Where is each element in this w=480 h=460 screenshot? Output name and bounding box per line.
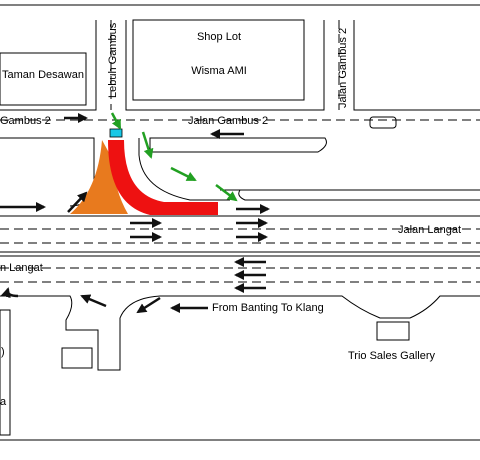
jalan-gambus-2-top-edge <box>125 20 325 111</box>
jalan-gambus-2-right-edge <box>353 20 480 111</box>
south-small-building <box>61 347 93 369</box>
green-arrow-1 <box>110 112 122 130</box>
jalan-langat-label: Jalan Langat <box>398 224 461 236</box>
from-banting-label: From Banting To Klang <box>212 302 324 314</box>
taman-desawan-lot <box>0 52 87 106</box>
jalan-langat-south-edge <box>0 295 480 371</box>
trio-sales-gallery-building <box>376 321 410 341</box>
orange-highlight <box>70 140 128 214</box>
red-highlight <box>108 140 218 215</box>
small-island <box>369 116 397 129</box>
exit-ramp-arrow <box>80 294 107 308</box>
wisma-ami-label: Wisma AMI <box>191 65 247 77</box>
median-island <box>149 137 327 153</box>
left-fragment-b: a <box>0 396 7 408</box>
u-turn-arrow <box>0 287 19 299</box>
lebuh-gambus-label: Lebuh Gambus <box>107 22 119 98</box>
cyan-marker <box>109 128 123 138</box>
left-plot <box>0 309 11 436</box>
jalan-gambus-2-label: Jalan Gambus 2 <box>188 115 268 127</box>
entry-ramp-arrow <box>136 296 161 314</box>
green-arrow-2 <box>141 131 154 159</box>
shop-lot-label: Shop Lot <box>197 31 241 43</box>
lebuh-gambus-left-edge <box>0 20 97 111</box>
gambus-2-left-label: Gambus 2 <box>0 115 51 127</box>
slip-road-nose <box>238 189 480 201</box>
green-arrow-4 <box>215 184 238 202</box>
left-turn-arrow <box>67 191 88 213</box>
green-arrow-3 <box>170 166 197 182</box>
jalan-langat-left-label: n Langat <box>0 262 43 274</box>
left-fragment-a: ) <box>1 346 5 358</box>
trio-sales-gallery-label: Trio Sales Gallery <box>348 350 436 362</box>
shop-lot-wisma-ami-lot <box>132 19 305 101</box>
jalan-gambus-2-vertical-label: Jalan Gambus 2 <box>337 28 349 108</box>
slip-road-kerb <box>138 138 230 201</box>
left-corner-kerb <box>0 137 95 207</box>
taman-desawan-label: Taman Desawan <box>2 69 84 81</box>
